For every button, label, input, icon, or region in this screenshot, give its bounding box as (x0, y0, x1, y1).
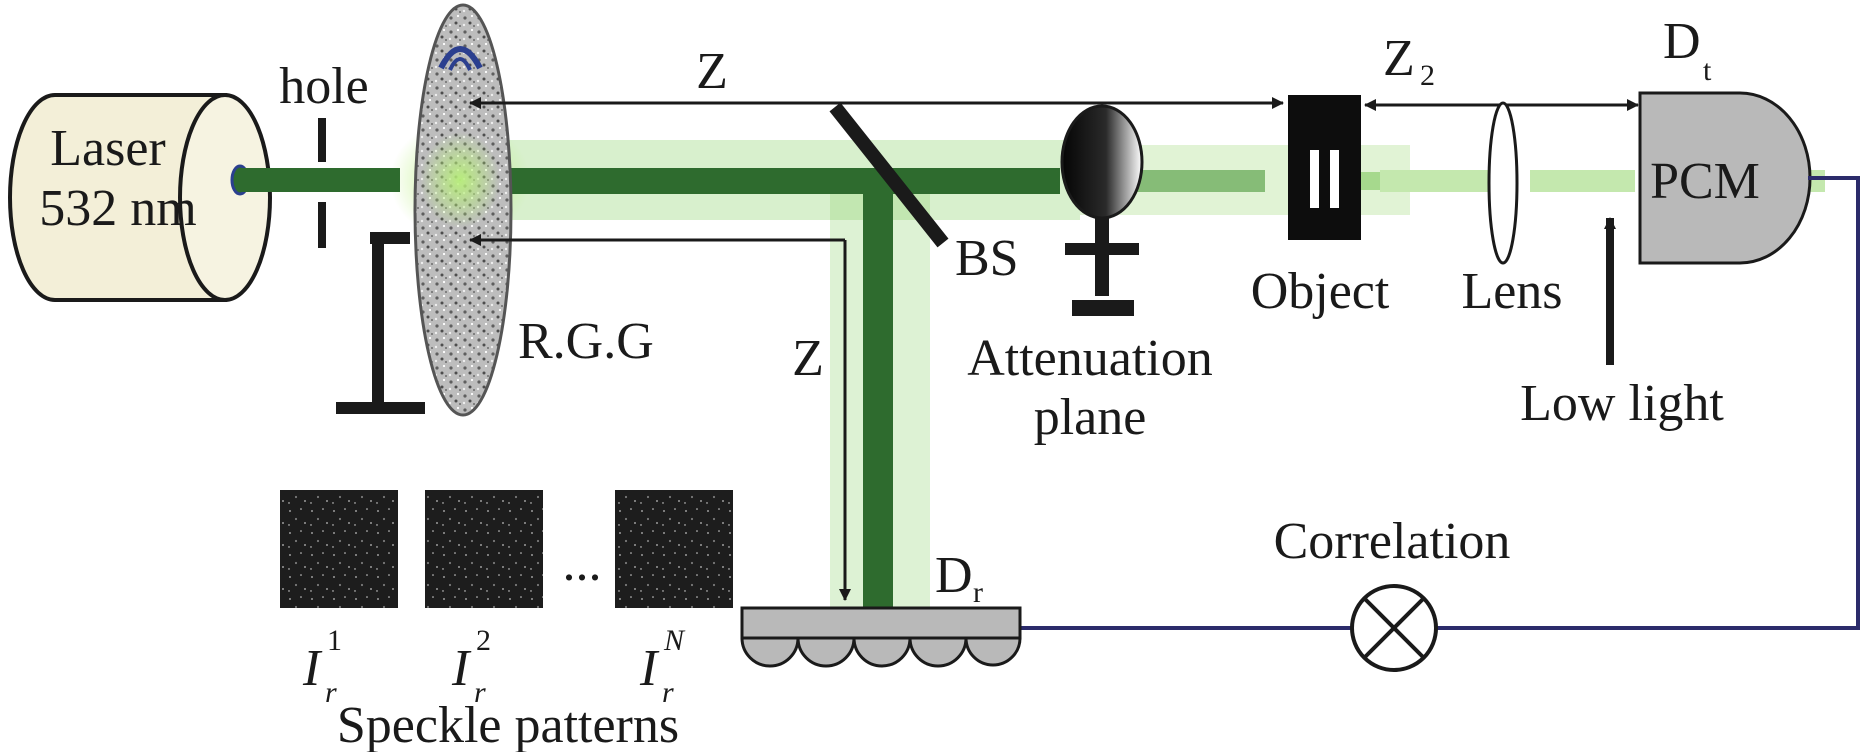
lens: Lens (1461, 101, 1563, 320)
low-light-label: Low light (1520, 375, 1724, 432)
speckle-sub-n: r (662, 676, 674, 709)
speckle-caption: Speckle patterns (337, 697, 679, 752)
bs-label: BS (955, 230, 1019, 287)
speckle-frame-2 (425, 490, 543, 608)
laser-label-line2: 532 nm (39, 180, 196, 237)
laser-label-line1: Laser (50, 120, 165, 177)
z2-label: Z (1383, 30, 1415, 87)
attenuation-label-line1: Attenuation (967, 330, 1213, 387)
speckle-sup-n: N (663, 624, 686, 657)
attenuation-plane: Attenuation plane (967, 104, 1213, 446)
speckle-i-n: I (639, 640, 660, 697)
attenuation-label-line2: plane (1034, 389, 1147, 446)
object-mask: Object (1251, 95, 1390, 320)
distance-z-reference: Z (469, 234, 851, 601)
speckle-frame-1 (280, 490, 398, 608)
z-top-label: Z (696, 43, 728, 100)
dr-subscript: r (973, 576, 983, 609)
z-side-label: Z (792, 330, 824, 387)
speckle-patterns: ... I 1 r I 2 r I N r Speckle patterns (280, 490, 733, 752)
speckle-sub-1: r (325, 676, 337, 709)
dt-subscript: t (1703, 54, 1712, 87)
pcm-label: PCM (1650, 153, 1760, 210)
pinhole: hole (279, 58, 369, 248)
dr-label: D (935, 547, 973, 604)
z2-subscript: 2 (1420, 59, 1435, 92)
object-label: Object (1251, 263, 1390, 320)
speckle-sup-2: 2 (476, 624, 491, 657)
speckle-sup-1: 1 (327, 624, 342, 657)
laser-source: Laser 532 nm (8, 93, 272, 302)
dt-label: D (1663, 13, 1701, 70)
correlation-label: Correlation (1274, 513, 1511, 570)
speckle-ellipsis: ... (563, 535, 602, 592)
distance-z2: Z 2 (1364, 30, 1639, 111)
correlation-circuit: Correlation (1020, 176, 1860, 672)
ccd-reference-detector: D r (740, 547, 1022, 668)
rotating-ground-glass: R.G.G (336, 3, 654, 417)
speckle-i-2: I (451, 640, 472, 697)
low-light-indicator: Low light (1520, 217, 1724, 432)
lens-label: Lens (1461, 263, 1562, 320)
rgg-label: R.G.G (518, 313, 654, 370)
speckle-i-1: I (302, 640, 323, 697)
speckle-sub-2: r (474, 676, 486, 709)
speckle-frame-n (615, 490, 733, 608)
hole-label: hole (279, 58, 369, 115)
distance-z-top: Z (469, 43, 1284, 109)
pcm-bucket-detector: PCM D t (1638, 13, 1812, 265)
beam-splitter: BS (829, 102, 1019, 287)
